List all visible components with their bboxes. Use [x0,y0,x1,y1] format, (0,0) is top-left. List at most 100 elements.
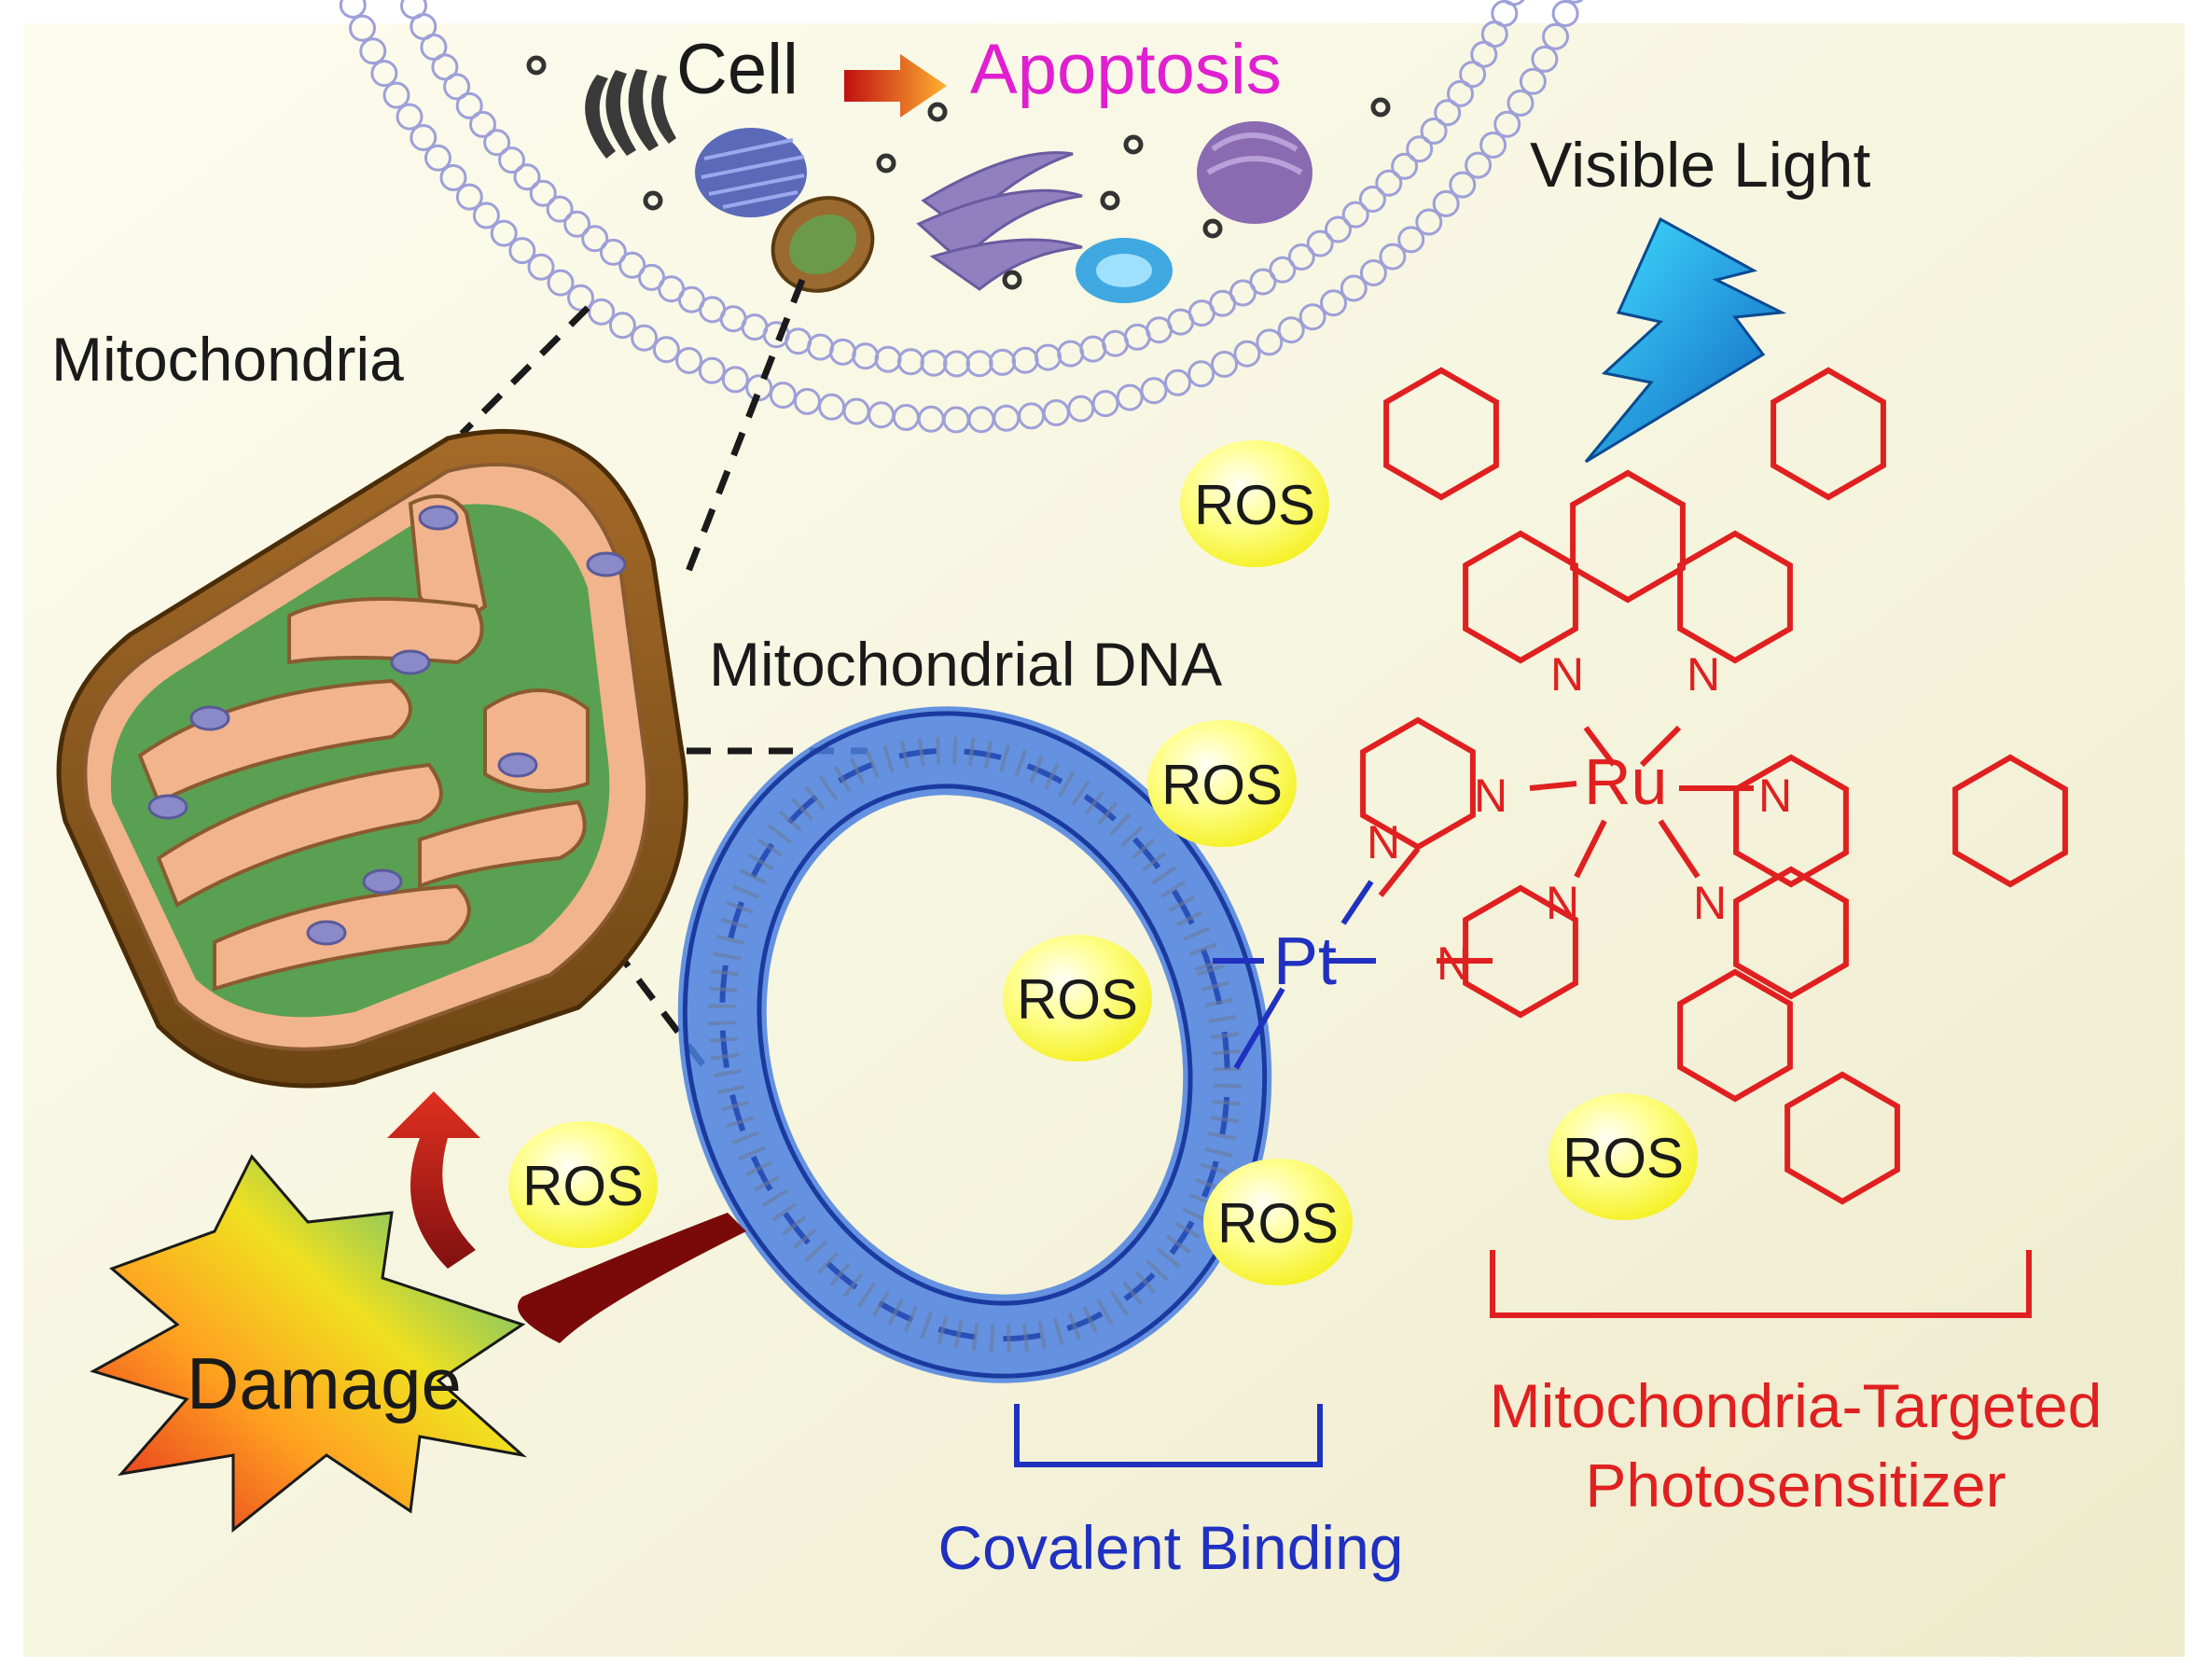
lipid-head [1420,118,1448,145]
lipid-head [1434,99,1462,127]
vesicle-icon [1197,121,1312,224]
lipid-head [1164,368,1191,396]
damage-burst: Damage [90,1154,527,1534]
lipid-head [1397,226,1425,254]
mtdna-ring [677,706,1272,1383]
ring [1677,530,1793,664]
ros-bubbles: ROS ROS ROS ROS ROS ROS [508,440,1698,1285]
cell-label: Cell [676,30,798,109]
lipid-head [1269,256,1297,284]
lipid-head [1465,151,1493,179]
lipid-head [339,0,367,19]
nucleolus-icon [695,128,807,217]
lipid-head [745,374,773,402]
bond-line [1574,819,1607,879]
lipid-head [567,284,594,312]
lipid-head [1406,135,1434,163]
bond-line [1529,781,1577,791]
phenyl-ring [1383,367,1499,501]
phenyl-ring [1771,367,1886,501]
cell-membrane [339,0,1584,434]
ru-center: Ru [1584,745,1667,818]
up-arrow-to-mitochondria [387,1091,480,1269]
cell-to-apoptosis-arrow [844,54,947,118]
lipid-head [618,251,646,279]
golgi-icon [585,69,676,159]
lipid-head [483,129,511,157]
lipid-head [443,73,471,101]
phenyl-ring [1952,754,2068,888]
lipid-head [1358,186,1386,213]
ru-atom-label: Ru [1584,745,1667,818]
ring [1677,968,1793,1103]
photosensitizer-bracket [1490,1250,2032,1318]
lipid-head [410,124,437,151]
ring [1570,469,1686,604]
lipid-head [769,382,797,410]
lipid-head [1479,132,1507,159]
lipid-head [1116,383,1144,411]
lipid-head [1459,61,1487,89]
lipid-head [1531,45,1559,73]
small-mitochondrion-icon [771,196,875,293]
svg-text:ROS: ROS [1562,1127,1684,1189]
lipid-head [472,201,500,229]
mitochondrial-dna-label: Mitochondrial DNA [709,630,1222,699]
lipid-head [498,146,525,174]
lipid-head [359,37,387,65]
lipid-head [698,356,726,384]
lipid-head [563,210,591,238]
svg-text:ROS: ROS [1194,474,1315,536]
svg-text:N: N [1758,770,1792,822]
photosensitizer-label-line2: Photosensitizer [1585,1451,2006,1520]
covalent-binding-label: Covalent Binding [938,1513,1404,1582]
lipid-head [1211,351,1238,378]
pt-atom-label: Pt [1273,924,1337,999]
ros-bubble: ROS [1203,1159,1353,1285]
lipid-head [1340,274,1368,302]
mitochondria-label: Mitochondria [51,325,404,394]
lipid-head [1298,303,1326,331]
lipid-head [1256,328,1284,356]
lipid-head [1375,169,1403,197]
curved-arrow-to-damage [518,1213,746,1343]
svg-text:N: N [1693,877,1727,929]
lipid-head [1415,208,1443,236]
lipid-head [1287,243,1315,271]
lipid-head [1187,360,1215,388]
phenyl-ring [1784,1071,1900,1205]
photosensitizer-label-line1: Mitochondria-Targeted [1490,1371,2103,1440]
lipid-head [1277,316,1305,344]
organelles [526,55,1391,303]
svg-text:ROS: ROS [1017,968,1138,1031]
svg-text:N: N [1687,648,1720,701]
ring [1360,716,1476,851]
lightning-bolt-icon [1584,216,1787,464]
lipid-head [382,81,410,109]
lipid-head [1447,79,1474,107]
lipid-head [638,263,665,291]
lipid-head [675,347,703,374]
svg-text:ROS: ROS [1161,754,1283,816]
ros-bubble: ROS [508,1121,658,1248]
endoplasmic-reticulum-icon [916,151,1083,291]
bond-line [1639,725,1682,768]
lipid-head [400,0,427,20]
svg-text:N: N [1550,648,1584,701]
ring [1463,884,1578,1019]
ring [1733,866,1849,1000]
lipid-head [1320,289,1347,317]
lipid-head [1140,377,1168,405]
lipid-head [588,298,616,326]
lipid-head [527,253,555,281]
lipid-head [508,237,536,265]
svg-text:N: N [1437,937,1470,990]
lipid-head [1249,268,1277,296]
lipid-head [793,387,821,415]
lipid-head [469,110,496,138]
lipid-head [1325,215,1352,243]
lysosome-icon [1076,238,1173,303]
lipid-head [455,91,483,119]
bond-line [1378,847,1421,897]
